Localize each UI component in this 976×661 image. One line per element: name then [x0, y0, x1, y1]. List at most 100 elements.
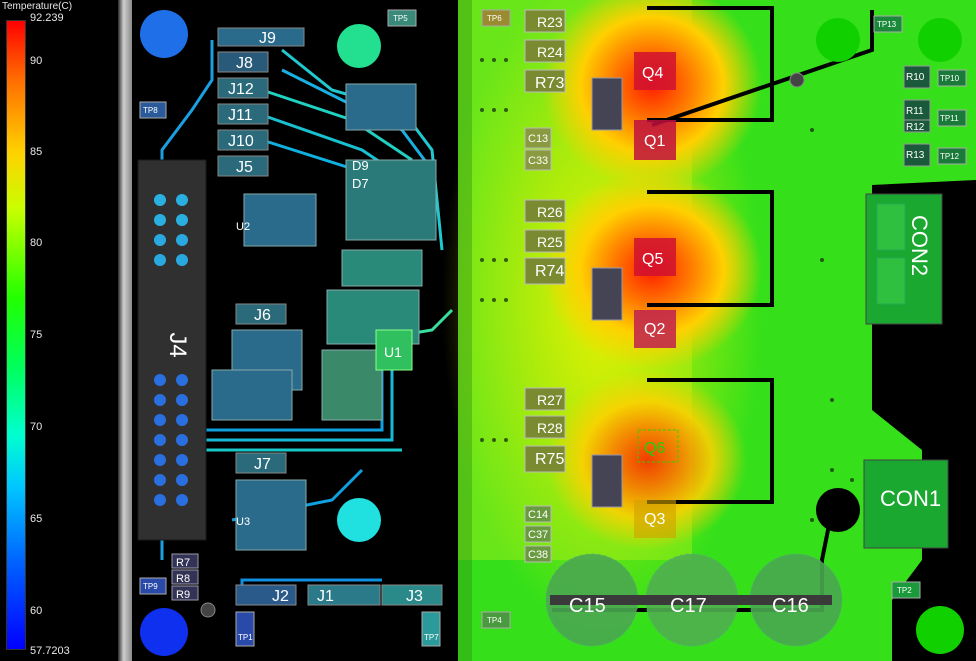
svg-text:TP10: TP10 [940, 74, 960, 83]
legend-tick-90: 90 [30, 55, 43, 67]
svg-text:TP9: TP9 [143, 582, 158, 591]
mosfet-q3 [634, 500, 676, 538]
svg-text:R24: R24 [537, 44, 563, 60]
legend-max: 92.239 [30, 12, 64, 24]
mount-hole-top-right-2 [918, 18, 962, 62]
svg-text:R74: R74 [535, 263, 564, 280]
temperature-legend: Temperature(C) 92.239 90 85 80 75 70 65 … [0, 0, 118, 661]
ic-u1[interactable]: U1 [375, 329, 413, 371]
svg-text:R25: R25 [537, 234, 563, 250]
label-j12: J12 [228, 81, 254, 98]
label-q3: Q3 [644, 511, 665, 528]
label-j2: J2 [272, 588, 289, 605]
svg-text:TP5: TP5 [393, 14, 408, 23]
label-c17: C17 [670, 595, 707, 617]
legend-tick-85: 85 [30, 146, 43, 158]
mosfets[interactable]: Q4 Q1 Q5 Q2 Q6 Q3 [634, 52, 679, 538]
svg-text:TP4: TP4 [487, 616, 502, 625]
gate-drivers [591, 77, 623, 508]
label-j11: J11 [228, 107, 253, 124]
svg-text:R9: R9 [176, 589, 190, 601]
header-connectors: J9 J8 J12 J11 J10 J5 J6 J7 J2 J1 J3 [217, 27, 443, 606]
legend-title: Temperature(C) [2, 1, 73, 12]
svg-text:R26: R26 [537, 204, 563, 220]
legend-color-bar [6, 20, 26, 650]
mosfet-q4 [634, 52, 676, 90]
smd-components [211, 83, 437, 551]
svg-text:R75: R75 [535, 451, 564, 468]
left-resistors: R7 R8 R9 [171, 553, 199, 601]
label-q4: Q4 [642, 65, 663, 82]
svg-text:C33: C33 [528, 155, 548, 167]
svg-text:TP12: TP12 [940, 152, 960, 161]
test-points: TP5 TP6 TP8 TP9 TP13 TP10 TP11 TP12 TP4 … [139, 9, 967, 647]
mosfet-q6 [637, 429, 679, 463]
right-resistors: R10 R11 R12 R13 [903, 65, 931, 167]
label-j4: J4 [164, 332, 191, 357]
svg-text:TP6: TP6 [487, 14, 502, 23]
mount-hole-top-left [140, 10, 188, 58]
panel-separator[interactable] [118, 0, 132, 661]
label-u3: U3 [236, 516, 250, 528]
label-c16: C16 [772, 595, 809, 617]
svg-text:R13: R13 [906, 150, 925, 161]
legend-tick-75: 75 [30, 329, 43, 341]
label-con2: CON2 [907, 215, 932, 276]
label-q2: Q2 [644, 321, 665, 338]
label-c15: C15 [569, 595, 606, 617]
svg-text:TP11: TP11 [940, 114, 959, 123]
svg-text:C13: C13 [528, 133, 548, 145]
svg-text:C38: C38 [528, 549, 548, 561]
mosfet-q1 [634, 120, 676, 160]
electrolytic-capacitors: C15 C17 C16 [545, 553, 843, 647]
legend-min: 57.7203 [30, 645, 70, 657]
mount-hole-right-mid [816, 488, 860, 532]
legend-tick-80: 80 [30, 237, 43, 249]
mosfet-q5 [634, 238, 676, 276]
svg-text:R27: R27 [537, 392, 563, 408]
svg-text:R8: R8 [176, 573, 190, 585]
svg-text:R7: R7 [176, 557, 190, 569]
label-q5: Q5 [642, 251, 663, 268]
svg-text:R28: R28 [537, 420, 563, 436]
resistors-column: R23 R24 R73 R26 R25 R74 R27 R28 R75 C13 … [524, 9, 566, 563]
mosfet-q2 [634, 310, 676, 348]
label-j9: J9 [259, 30, 276, 47]
power-connectors[interactable]: CON2 CON1 [863, 193, 949, 549]
legend-tick-65: 65 [30, 513, 43, 525]
connector-j4[interactable]: J4 [137, 159, 207, 541]
svg-text:TP7: TP7 [424, 633, 439, 642]
svg-text:R73: R73 [535, 75, 564, 92]
label-j7: J7 [254, 456, 271, 473]
svg-text:TP8: TP8 [143, 106, 158, 115]
pcb-thermal-view[interactable]: J4 J9 J8 J12 J11 J10 J5 J6 J7 J2 J1 [132, 0, 976, 661]
label-d7: D7 [352, 176, 369, 191]
svg-text:R23: R23 [537, 14, 563, 30]
label-j5: J5 [236, 159, 253, 176]
legend-tick-60: 60 [30, 605, 43, 617]
label-con1: CON1 [880, 486, 941, 511]
thermal-vias [480, 58, 854, 522]
mounting-holes [140, 10, 964, 656]
label-j6: J6 [254, 307, 271, 324]
svg-text:R12: R12 [906, 122, 925, 133]
label-j1: J1 [317, 588, 334, 605]
label-d9: D9 [352, 158, 369, 173]
label-j10: J10 [228, 133, 254, 150]
mount-hole-top-right [816, 18, 860, 62]
mount-hole-mid-top [337, 24, 381, 68]
mount-hole-mid-bottom [337, 498, 381, 542]
power-copper-pour [442, 0, 976, 661]
legend-tick-70: 70 [30, 421, 43, 433]
label-q1: Q1 [644, 133, 665, 150]
svg-text:C14: C14 [528, 509, 548, 521]
label-j3: J3 [406, 588, 423, 605]
svg-text:R10: R10 [906, 72, 925, 83]
svg-text:TP2: TP2 [897, 586, 912, 595]
mount-hole-bottom-right [916, 606, 964, 654]
svg-text:C37: C37 [528, 529, 548, 541]
svg-text:TP13: TP13 [877, 20, 897, 29]
label-u1: U1 [384, 344, 402, 360]
label-q6: Q6 [644, 440, 665, 457]
mount-hole-bottom-left [140, 608, 188, 656]
